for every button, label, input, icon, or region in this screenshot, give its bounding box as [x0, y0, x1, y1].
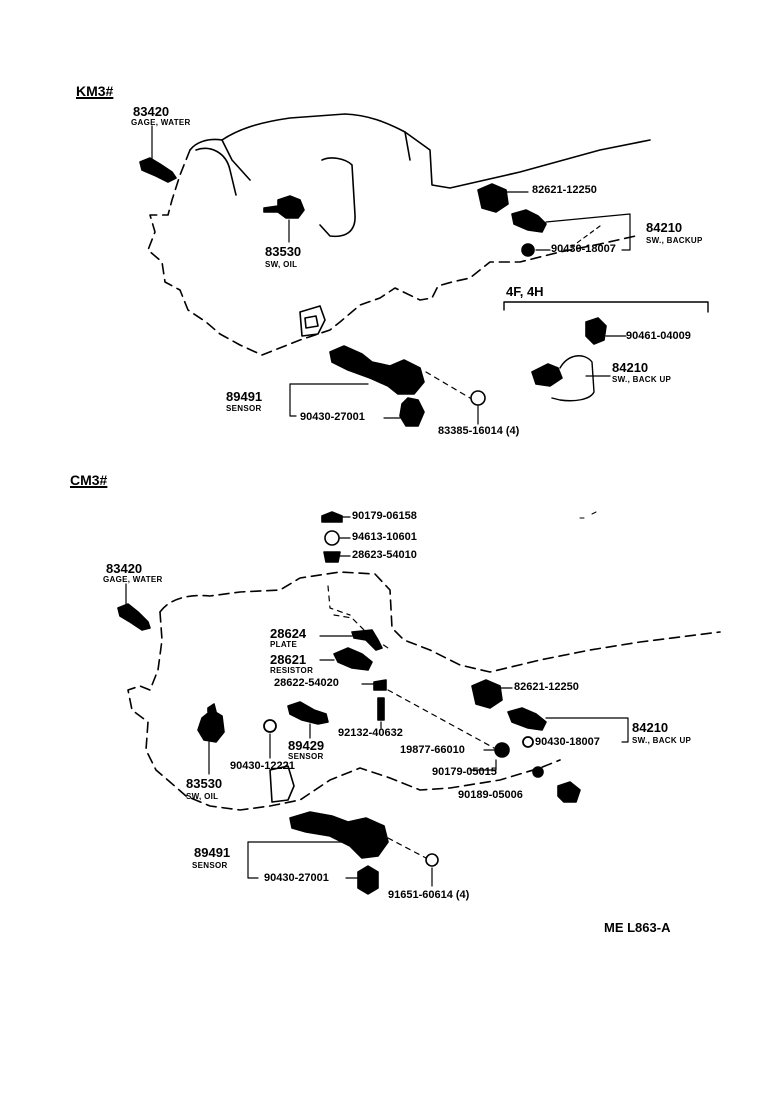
cm3-resistor-number: 28621	[270, 652, 307, 667]
cm3-sensor-desc: SENSOR	[192, 861, 228, 870]
km3-backup2-number: 84210	[612, 360, 649, 375]
cm3-sensor-number: 89491	[194, 845, 231, 860]
cm3-part-94613-10601: 94613-10601	[352, 531, 417, 543]
cm3-part-90179-06158: 90179-06158	[352, 510, 417, 522]
km3-part-83385-16014: 83385-16014 (4)	[438, 425, 520, 437]
km3-part-90430-18007: 90430-18007	[551, 243, 616, 255]
cm3-28622-part	[373, 679, 387, 691]
km3-backup2-switch-part	[531, 363, 563, 387]
cm3-backup-switch-part	[507, 707, 547, 731]
cm3-backup-desc: SW., BACK UP	[632, 736, 692, 745]
cm3-28623-part	[323, 551, 341, 563]
km3-gage-water-number: 83420	[133, 104, 170, 119]
diagram-code: ME L863-A	[604, 920, 671, 935]
km3-backup-switch-part	[511, 209, 547, 233]
cm3-90179-06158-part	[321, 511, 343, 523]
cm3-part-90179-05015: 90179-05015	[432, 766, 497, 778]
km3-variant-label: 4F, 4H	[506, 284, 544, 299]
section-title-cm3: CM3#	[70, 472, 108, 488]
km3-part-90430-27001: 90430-27001	[300, 411, 365, 423]
km3-82621-part	[477, 183, 509, 213]
km3-intake	[319, 157, 356, 238]
cm3-engine-outline	[159, 571, 721, 673]
km3-sensor-part	[329, 345, 425, 395]
cm3-90179-05015-part	[532, 766, 544, 778]
cm3-gage-water-number: 83420	[106, 561, 143, 576]
cm3-90430-18007-part	[522, 736, 534, 748]
km3-sensor-desc: SENSOR	[226, 404, 262, 413]
km3-backup2-desc: SW., BACK UP	[612, 375, 672, 384]
cm3-gage-water-desc: GAGE, WATER	[103, 575, 163, 584]
cm3-plate-part	[351, 629, 383, 651]
cm3-part-92132-40632: 92132-40632	[338, 727, 403, 739]
cm3-resistor-part	[333, 647, 373, 671]
cm3-part-19877-66010: 19877-66010	[400, 744, 465, 756]
cm3-92132-part	[377, 697, 385, 721]
cm3-plate-desc: PLATE	[270, 640, 298, 649]
km3-washer-part	[521, 243, 535, 257]
cm3-sensor-part	[289, 811, 389, 859]
cm3-sw-oil-desc: SW, OIL	[186, 792, 219, 801]
km3-sensor-number: 89491	[226, 389, 263, 404]
cm3-gage-water-part	[117, 603, 151, 631]
km3-gage-water-desc: GAGE, WATER	[131, 118, 191, 127]
km3-sw-oil-number: 83530	[265, 244, 302, 259]
cm3-90430-12221-part	[263, 719, 277, 733]
cm3-backup-number: 84210	[632, 720, 669, 735]
cm3-sw-oil-part	[197, 703, 225, 743]
cm3-sensor-89429-part	[287, 701, 329, 725]
cm3-part-90189-05006: 90189-05006	[458, 789, 523, 801]
cm3-part-90430-27001: 90430-27001	[264, 872, 329, 884]
section-title-km3: KM3#	[76, 83, 114, 99]
cm3-part-82621-12250: 82621-12250	[514, 681, 579, 693]
km3-backup-number: 84210	[646, 220, 683, 235]
cm3-82621-part	[471, 679, 503, 709]
km3-part-90461-04009: 90461-04009	[626, 330, 691, 342]
km3-sw-oil-desc: SW, OIL	[265, 260, 298, 269]
cm3-sensor-89429-number: 89429	[288, 738, 325, 753]
cm3-90189-part	[557, 781, 581, 803]
cm3-part-91651-60614: 91651-60614 (4)	[388, 889, 470, 901]
cm3-sw-oil-number: 83530	[186, 776, 223, 791]
km3-backup-desc: SW., BACKUP	[646, 236, 703, 245]
km3-sw-oil-part	[263, 195, 305, 219]
cm3-19877-part	[494, 742, 510, 758]
cm3-part-28622-54020: 28622-54020	[274, 677, 339, 689]
km3-engine-outline	[221, 113, 651, 189]
cm3-94613-part	[324, 530, 340, 546]
cm3-part-90430-18007: 90430-18007	[535, 736, 600, 748]
cm3-part-90430-12221: 90430-12221	[230, 760, 295, 772]
km3-gage-water-part	[139, 157, 177, 183]
cm3-resistor-desc: RESISTOR	[270, 666, 314, 675]
cm3-part-28623-54010: 28623-54010	[352, 549, 417, 561]
km3-part-82621-12250: 82621-12250	[532, 184, 597, 196]
cm3-plate-number: 28624	[270, 626, 307, 641]
cm3-sensor-89429-desc: SENSOR	[288, 752, 324, 761]
km3-90461-part	[585, 317, 607, 345]
km3-variant-bracket	[503, 301, 709, 313]
